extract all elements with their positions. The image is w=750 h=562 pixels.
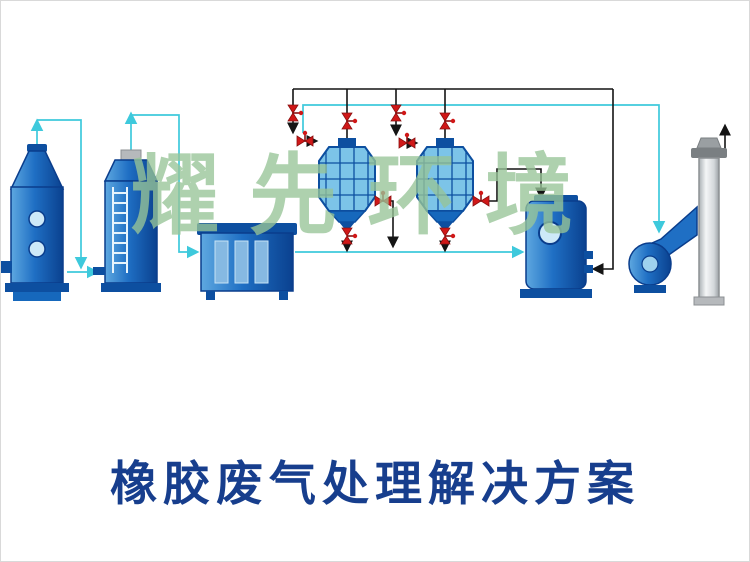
pipe bbox=[131, 114, 200, 259]
pipe bbox=[473, 168, 547, 202]
nozzle bbox=[584, 265, 593, 273]
valve-icon bbox=[439, 227, 457, 245]
activated-carbon-drum-1 bbox=[317, 138, 377, 232]
panel-slat bbox=[254, 240, 269, 284]
valve-icon bbox=[341, 227, 359, 245]
activated-carbon-drum-2 bbox=[415, 138, 475, 232]
centrifugal-fan bbox=[628, 205, 698, 293]
valve-icon bbox=[374, 190, 392, 207]
valve-icon bbox=[390, 104, 408, 122]
panel-slat bbox=[234, 240, 249, 284]
catalytic-combustion-tank bbox=[520, 195, 593, 298]
pipe bbox=[591, 89, 614, 275]
packed-scrubber-tower bbox=[93, 149, 161, 292]
uv-photolysis-unit bbox=[197, 223, 297, 300]
nozzle bbox=[584, 251, 593, 259]
exhaust-stack bbox=[691, 137, 727, 306]
sight-glass-icon bbox=[28, 210, 46, 228]
valve-icon bbox=[341, 112, 359, 130]
pipe bbox=[37, 119, 88, 270]
valve-icon bbox=[472, 190, 490, 207]
fan-hub-icon bbox=[641, 255, 659, 273]
valve-icon bbox=[296, 130, 314, 147]
cyan-pipes bbox=[30, 104, 666, 279]
pipe bbox=[302, 104, 666, 234]
panel-slat bbox=[214, 240, 229, 284]
pipe bbox=[375, 200, 399, 249]
valve-icon bbox=[287, 104, 305, 122]
sight-glass-icon bbox=[538, 221, 562, 245]
valve-icon bbox=[439, 112, 457, 130]
sight-glass-icon bbox=[28, 240, 46, 258]
tower-cap bbox=[120, 149, 142, 161]
spray-tower bbox=[1, 144, 69, 301]
valve-icon bbox=[398, 132, 416, 149]
diagram-title: 橡胶废气处理解决方案 bbox=[110, 457, 640, 512]
ladder-icon bbox=[112, 187, 128, 273]
